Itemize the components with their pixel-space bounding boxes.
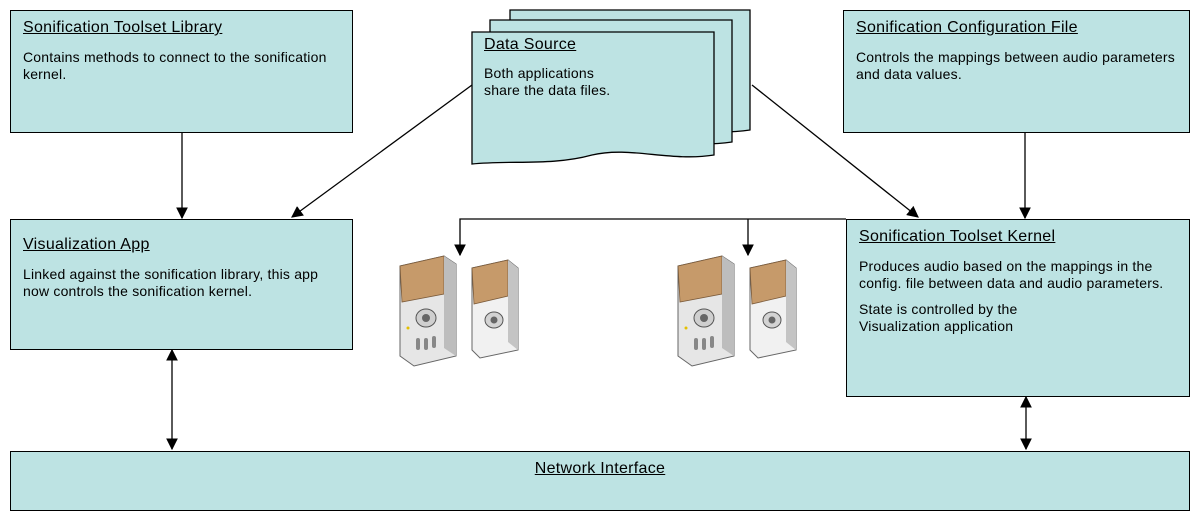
visualization-app-description: Linked against the sonification library,…	[23, 266, 319, 299]
toolset-library-description: Contains methods to connect to the sonif…	[23, 49, 327, 82]
visualization-app-box: Visualization App Linked against the son…	[10, 219, 353, 350]
data-source-text: Data Source Both applications share the …	[484, 36, 704, 99]
network-interface-box: Network Interface	[10, 451, 1190, 511]
speaker-icon	[399, 255, 519, 367]
toolset-kernel-description: Produces audio based on the mappings in …	[859, 258, 1164, 291]
data-source-description: Both applications share the data files.	[484, 65, 611, 98]
visualization-app-title: Visualization App	[23, 236, 150, 253]
arrow-data-to-app	[291, 84, 473, 218]
toolset-kernel-state-note: State is controlled by the Visualization…	[859, 301, 1018, 334]
network-interface-title: Network Interface	[534, 460, 666, 477]
audio-output-line	[454, 218, 846, 257]
config-file-title: Sonification Configuration File	[856, 19, 1078, 36]
data-source-title: Data Source	[484, 36, 577, 53]
toolset-kernel-title: Sonification Toolset Kernel	[859, 228, 1056, 245]
toolset-kernel-box: Sonification Toolset Kernel Produces aud…	[846, 219, 1190, 397]
toolset-library-box: Sonification Toolset Library Contains me…	[10, 10, 353, 133]
speaker-icon	[677, 255, 797, 367]
toolset-library-title: Sonification Toolset Library	[23, 19, 223, 36]
config-file-description: Controls the mappings between audio para…	[856, 49, 1175, 82]
arrow-data-to-kernel	[751, 84, 919, 218]
data-source-document-stack	[471, 9, 751, 165]
config-file-box: Sonification Configuration File Controls…	[843, 10, 1190, 133]
